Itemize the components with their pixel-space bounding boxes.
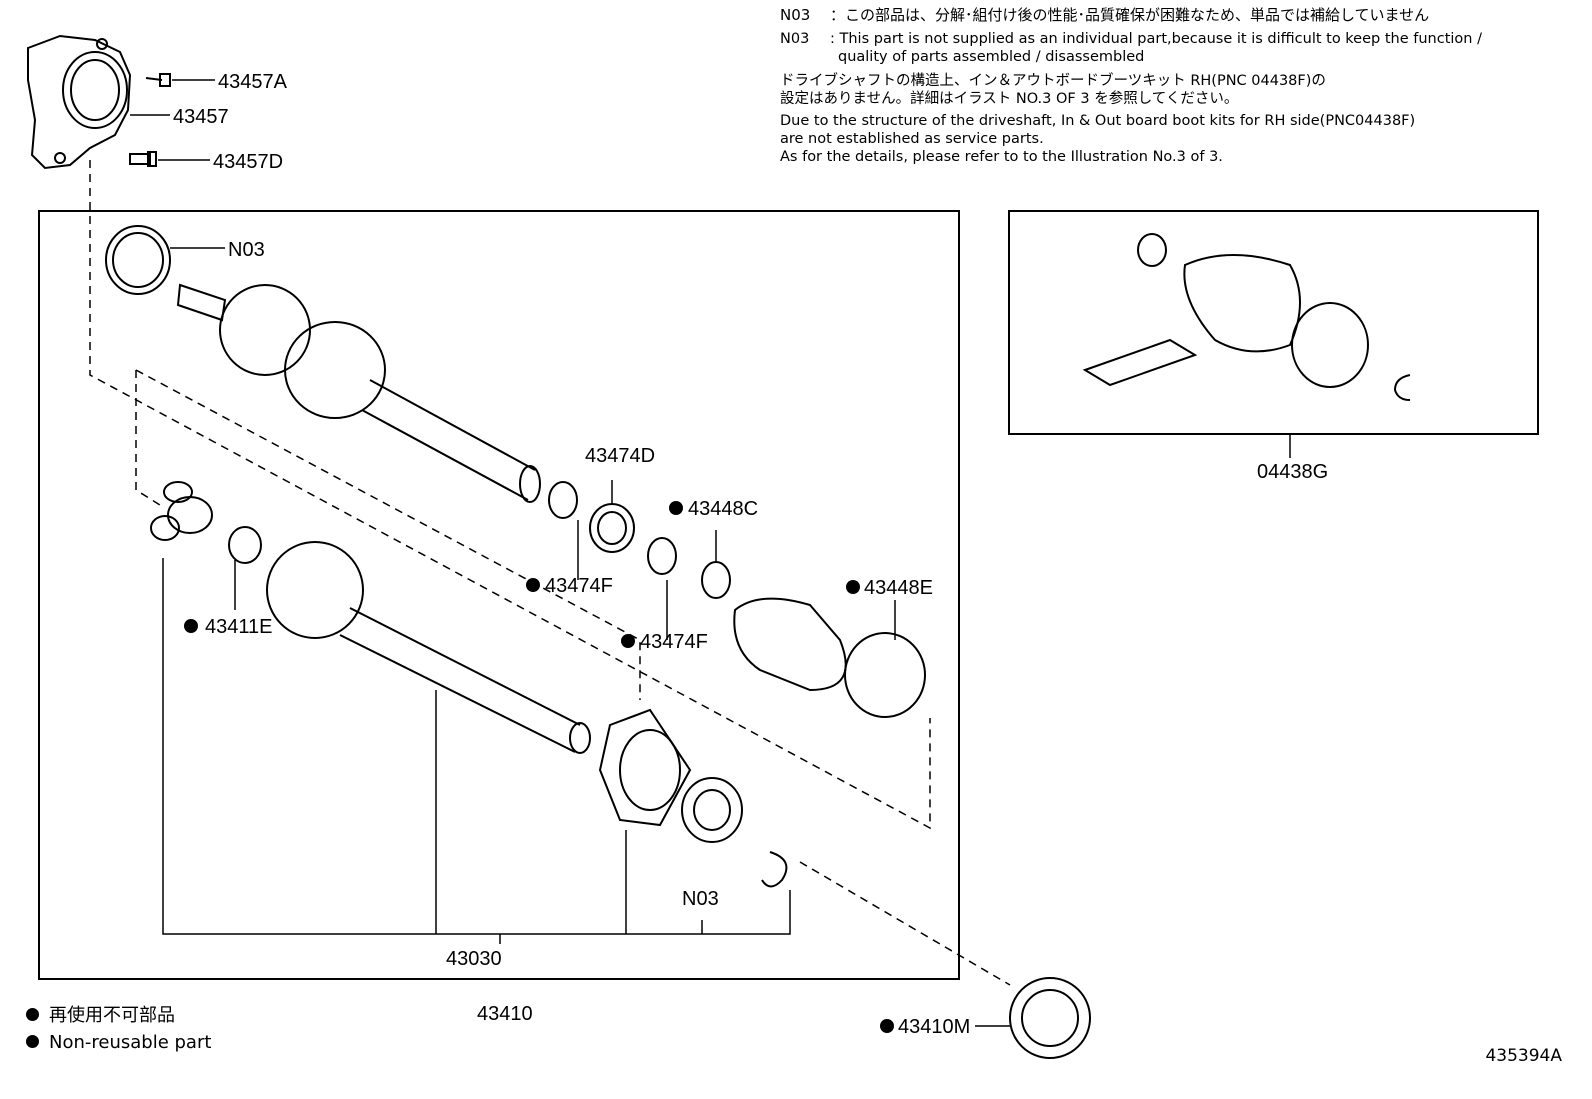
- note-n03-jp: ：この部品は、分解･組付け後の性能･品質確保が困難なため、単品では補給していませ…: [830, 6, 1430, 24]
- bolt-43457D: [129, 151, 157, 167]
- legend-jp: 再使用不可部品: [49, 1005, 175, 1026]
- callout-43448E: 43448E: [864, 577, 933, 599]
- dashed-guides: [89, 160, 1011, 986]
- figure-id: 435394A: [1485, 1046, 1562, 1066]
- outboard-joint: [105, 225, 541, 503]
- legend-en: Non-reusable part: [49, 1032, 212, 1053]
- callout-43474F-b: 43474F: [640, 631, 708, 653]
- legend-row-jp: 再使用不可部品: [26, 1002, 211, 1029]
- note-drive-jp-2: 設定はありません。詳細はイラスト NO.3 OF 3 を参照してください。: [780, 91, 1239, 107]
- notes-block: N03 ：この部品は、分解･組付け後の性能･品質確保が困難なため、単品では補給し…: [780, 6, 1580, 166]
- note-drive-en-3: As for the details, please refer to to t…: [780, 149, 1223, 165]
- assembly-box-43410: [38, 210, 960, 980]
- kit-contents: [1082, 233, 1411, 401]
- callout-n03-top: N03: [228, 239, 265, 261]
- knuckle-part: [27, 34, 132, 170]
- callout-43474F-a: 43474F: [545, 575, 613, 597]
- legend: 再使用不可部品 Non-reusable part: [26, 1002, 211, 1056]
- callout-43457A: 43457A: [218, 71, 288, 93]
- bolt-43457A: [145, 73, 171, 87]
- note-n03-en-1: : This part is not supplied as an indivi…: [830, 31, 1482, 47]
- callout-43457D: 43457D: [213, 151, 283, 173]
- kit-box-04438G: [1008, 210, 1539, 435]
- legend-row-en: Non-reusable part: [26, 1029, 211, 1056]
- callout-43030: 43030: [446, 948, 502, 970]
- callout-43410M: 43410M: [898, 1016, 970, 1038]
- note-drive-en-2: are not established as service parts.: [780, 131, 1044, 147]
- callout-n03-bottom: N03: [682, 888, 719, 910]
- callout-labels: 43457A 43457 43457D N03 43474D 43448C 43…: [173, 71, 1328, 1038]
- callout-43474D: 43474D: [585, 445, 655, 467]
- small-parts: [150, 481, 1091, 1059]
- callout-43411E: 43411E: [205, 616, 272, 638]
- callout-04438G: 04438G: [1257, 461, 1328, 483]
- bullet-icon: [26, 1007, 39, 1021]
- non-reusable-markers: [184, 501, 894, 1033]
- callout-43457: 43457: [173, 106, 229, 128]
- note-n03-code: N03: [780, 6, 811, 24]
- callout-43448C: 43448C: [688, 498, 758, 520]
- note-drive-en-1: Due to the structure of the driveshaft, …: [780, 113, 1416, 129]
- callout-43410: 43410: [477, 1003, 533, 1025]
- note-n03-en-2: quality of parts assembled / disassemble…: [838, 49, 1145, 65]
- bullet-icon: [26, 1034, 39, 1048]
- note-n03-en-code: N03: [780, 31, 810, 47]
- leader-lines: [162, 434, 1291, 1027]
- note-drive-jp-1: ドライブシャフトの構造上、イン＆アウトボードブーツキット RH(PNC 0443…: [780, 73, 1326, 89]
